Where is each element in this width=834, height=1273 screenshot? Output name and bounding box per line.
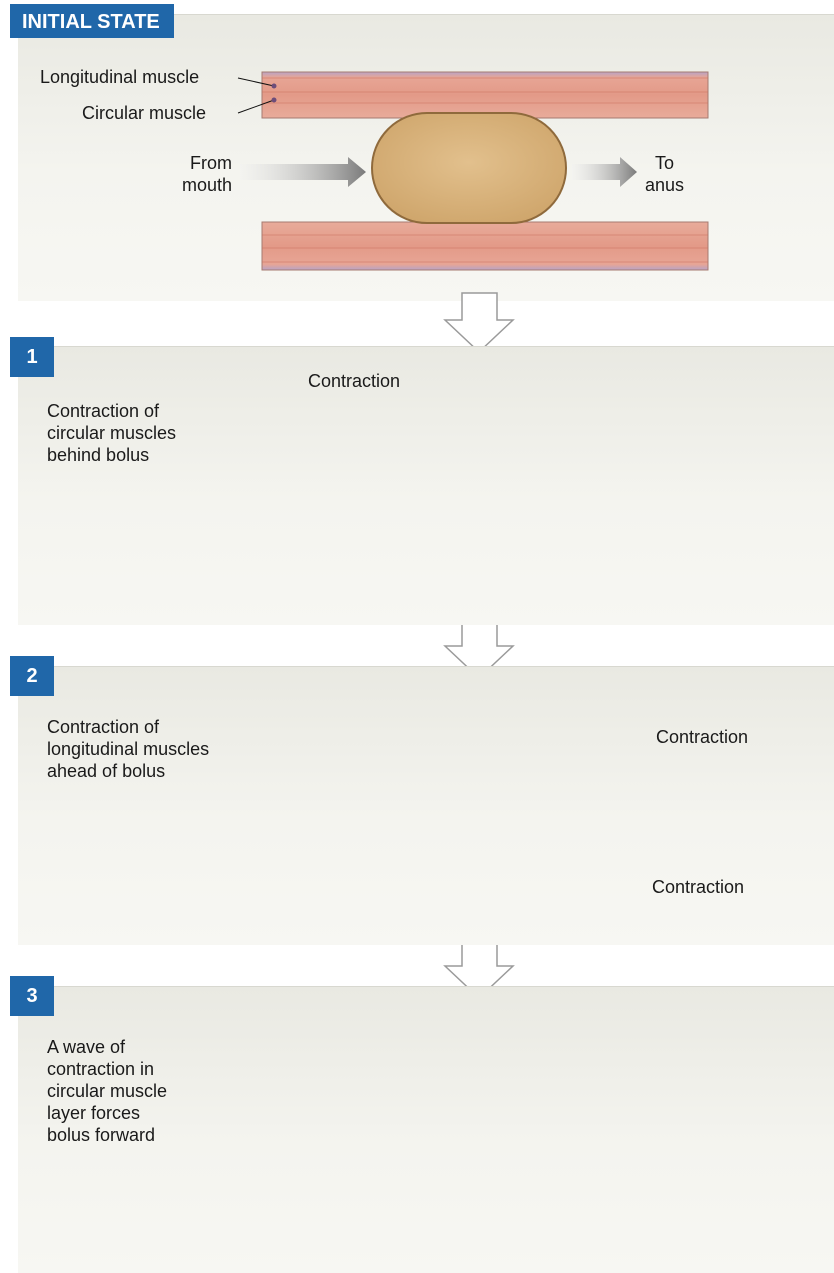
label-to-anus: To anus	[645, 152, 684, 196]
step-3-description: A wave of contraction in circular muscle…	[47, 1036, 167, 1146]
label-from-line2: mouth	[172, 174, 232, 196]
label-to-line2: anus	[645, 174, 684, 196]
gray-arrow-icon	[572, 157, 637, 187]
panel-step-1	[18, 346, 834, 625]
label-longitudinal-muscle: Longitudinal muscle	[40, 66, 199, 88]
step-2-contraction-top-label: Contraction	[656, 726, 748, 748]
step-3-line: circular muscle	[47, 1080, 167, 1102]
gray-arrow-icon	[240, 157, 366, 187]
step-3-badge: 3	[10, 976, 54, 1016]
step-3-line: layer forces	[47, 1102, 167, 1124]
bolus	[372, 113, 566, 223]
label-from-mouth: From mouth	[172, 152, 232, 196]
step-2-line: Contraction of	[47, 716, 209, 738]
step-1-description: Contraction of circular muscles behind b…	[47, 400, 176, 466]
step-3-line: A wave of	[47, 1036, 167, 1058]
panel-step-2	[18, 666, 834, 945]
step-2-contraction-bottom-label: Contraction	[652, 876, 744, 898]
step-1-badge: 1	[10, 337, 54, 377]
step-1-line: Contraction of	[47, 400, 176, 422]
initial-tube	[238, 72, 708, 270]
step-2-line: ahead of bolus	[47, 760, 209, 782]
step-1-contraction-label: Contraction	[308, 370, 400, 392]
top-muscle-wall	[262, 72, 708, 118]
down-arrow-icon	[445, 293, 513, 352]
step-1-line: circular muscles	[47, 422, 176, 444]
label-to-line1: To	[645, 152, 684, 174]
step-2-description: Contraction of longitudinal muscles ahea…	[47, 716, 209, 782]
bottom-muscle-wall	[262, 222, 708, 270]
label-circular-muscle: Circular muscle	[82, 102, 206, 124]
step-3-line: bolus forward	[47, 1124, 167, 1146]
step-3-line: contraction in	[47, 1058, 167, 1080]
step-1-line: behind bolus	[47, 444, 176, 466]
label-from-line1: From	[172, 152, 232, 174]
step-2-badge: 2	[10, 656, 54, 696]
step-2-line: longitudinal muscles	[47, 738, 209, 760]
